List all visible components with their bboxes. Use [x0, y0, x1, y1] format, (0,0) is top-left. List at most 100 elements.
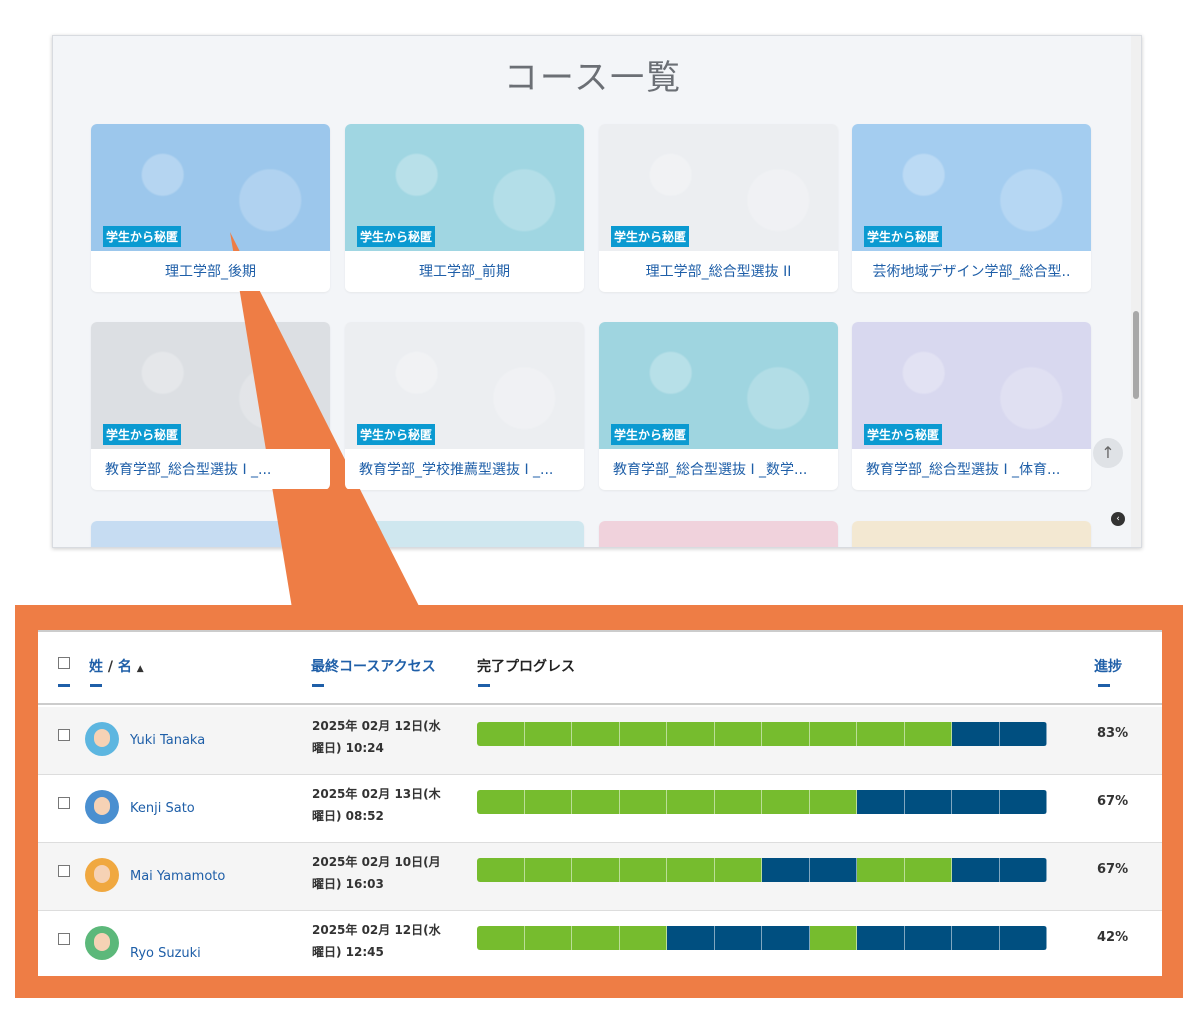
- course-name-link[interactable]: 教育学部_学校推薦型選抜 I _...: [345, 449, 584, 489]
- activity-segment[interactable]: [572, 790, 620, 814]
- user-name-link[interactable]: Yuki Tanaka: [130, 733, 206, 748]
- activity-segment[interactable]: [619, 722, 667, 746]
- row-checkbox[interactable]: [58, 797, 70, 809]
- course-image[interactable]: 学生から秘匿: [852, 124, 1091, 251]
- activity-segment[interactable]: [714, 790, 762, 814]
- activity-segment[interactable]: [999, 790, 1047, 814]
- collapse-column-icon[interactable]: [1098, 684, 1110, 687]
- activity-segment[interactable]: [477, 722, 525, 746]
- activity-segment[interactable]: [857, 722, 905, 746]
- activity-segment[interactable]: [524, 926, 572, 950]
- collapse-column-icon[interactable]: [58, 684, 70, 687]
- activity-segment[interactable]: [667, 722, 715, 746]
- activity-segment[interactable]: [904, 926, 952, 950]
- activity-segment[interactable]: [809, 722, 857, 746]
- activity-segment[interactable]: [857, 858, 905, 882]
- activity-segment[interactable]: [667, 926, 715, 950]
- activity-segment[interactable]: [904, 722, 952, 746]
- activity-segment[interactable]: [857, 926, 905, 950]
- course-card[interactable]: [852, 521, 1091, 547]
- date-line: 2025年 02月 10日(月: [312, 855, 441, 869]
- activity-segment[interactable]: [667, 858, 715, 882]
- activity-segment[interactable]: [524, 790, 572, 814]
- course-name-link[interactable]: 教育学部_総合型選抜 I _数学...: [599, 449, 838, 489]
- course-name-link[interactable]: 芸術地域デザイン学部_総合型..: [852, 251, 1091, 291]
- activity-segment[interactable]: [714, 722, 762, 746]
- collapse-column-icon[interactable]: [312, 684, 324, 687]
- activity-segment[interactable]: [714, 858, 762, 882]
- activity-segment[interactable]: [762, 926, 810, 950]
- activity-segment[interactable]: [952, 722, 1000, 746]
- course-name-link[interactable]: 理工学部_前期: [345, 251, 584, 291]
- activity-segment[interactable]: [524, 722, 572, 746]
- activity-segment[interactable]: [762, 790, 810, 814]
- activity-segment[interactable]: [572, 926, 620, 950]
- sort-last-access-header[interactable]: 最終コースアクセス: [311, 659, 436, 675]
- course-image[interactable]: 学生から秘匿: [599, 322, 838, 449]
- course-card[interactable]: 学生から秘匿理工学部_後期: [91, 124, 330, 292]
- row-checkbox[interactable]: [58, 729, 70, 741]
- course-card[interactable]: [599, 521, 838, 547]
- row-checkbox[interactable]: [58, 865, 70, 877]
- sort-lastname-link[interactable]: 姓: [89, 659, 103, 675]
- activity-segment[interactable]: [714, 926, 762, 950]
- sort-percent-header[interactable]: 進捗: [1094, 659, 1122, 675]
- hidden-badge: 学生から秘匿: [103, 424, 182, 445]
- course-card[interactable]: 学生から秘匿理工学部_総合型選抜 II: [599, 124, 838, 292]
- course-name-link[interactable]: 教育学部_総合型選抜 I _体育...: [852, 449, 1091, 489]
- date-line: 2025年 02月 12日(水: [312, 923, 441, 937]
- activity-segment[interactable]: [809, 926, 857, 950]
- sort-firstname-link[interactable]: 名: [117, 659, 132, 675]
- sort-name-header[interactable]: 姓 / 名 ▲: [89, 656, 144, 676]
- activity-segment[interactable]: [619, 926, 667, 950]
- activity-segment[interactable]: [619, 790, 667, 814]
- scroll-to-top-button[interactable]: ↑: [1093, 438, 1123, 468]
- activity-segment[interactable]: [477, 790, 525, 814]
- user-name-link[interactable]: Mai Yamamoto: [130, 869, 226, 884]
- activity-segment[interactable]: [809, 858, 857, 882]
- activity-segment[interactable]: [952, 858, 1000, 882]
- course-image[interactable]: 学生から秘匿: [345, 322, 584, 449]
- activity-segment[interactable]: [952, 926, 1000, 950]
- activity-segment[interactable]: [999, 722, 1047, 746]
- activity-segment[interactable]: [952, 790, 1000, 814]
- activity-segment[interactable]: [524, 858, 572, 882]
- activity-segment[interactable]: [667, 790, 715, 814]
- collapse-column-icon[interactable]: [478, 684, 490, 687]
- activity-segment[interactable]: [762, 722, 810, 746]
- activity-segment[interactable]: [809, 790, 857, 814]
- course-image[interactable]: 学生から秘匿: [599, 124, 838, 251]
- course-image[interactable]: 学生から秘匿: [852, 322, 1091, 449]
- course-name-link[interactable]: 教育学部_総合型選抜 I _...: [91, 449, 330, 489]
- activity-segment[interactable]: [477, 858, 525, 882]
- hidden-badge: 学生から秘匿: [864, 424, 943, 445]
- activity-segment[interactable]: [619, 858, 667, 882]
- course-name-link[interactable]: 理工学部_総合型選抜 II: [599, 251, 838, 291]
- course-card[interactable]: 学生から秘匿芸術地域デザイン学部_総合型..: [852, 124, 1091, 292]
- activity-segment[interactable]: [904, 790, 952, 814]
- activity-segment[interactable]: [572, 858, 620, 882]
- activity-segment[interactable]: [572, 722, 620, 746]
- activity-segment[interactable]: [999, 926, 1047, 950]
- page-title: コース一覧: [503, 58, 683, 98]
- activity-segment[interactable]: [857, 790, 905, 814]
- scrollbar[interactable]: [1131, 36, 1141, 547]
- course-image[interactable]: 学生から秘匿: [345, 124, 584, 251]
- collapse-column-icon[interactable]: [90, 684, 102, 687]
- course-image[interactable]: 学生から秘匿: [91, 124, 330, 251]
- activity-segment[interactable]: [477, 926, 525, 950]
- drawer-toggle-button[interactable]: ‹: [1111, 512, 1125, 526]
- course-card[interactable]: 学生から秘匿教育学部_総合型選抜 I _数学...: [599, 322, 838, 490]
- scrollbar-thumb[interactable]: [1133, 311, 1139, 399]
- activity-segment[interactable]: [999, 858, 1047, 882]
- user-name-link[interactable]: Ryo Suzuki: [130, 946, 201, 961]
- course-name-link[interactable]: 理工学部_後期: [91, 251, 330, 291]
- activity-segment[interactable]: [762, 858, 810, 882]
- course-card[interactable]: 学生から秘匿教育学部_総合型選抜 I _体育...: [852, 322, 1091, 490]
- user-name-link[interactable]: Kenji Sato: [130, 801, 195, 816]
- select-all-checkbox[interactable]: [58, 657, 70, 669]
- activity-segment[interactable]: [904, 858, 952, 882]
- row-checkbox[interactable]: [58, 933, 70, 945]
- course-card[interactable]: 学生から秘匿理工学部_前期: [345, 124, 584, 292]
- course-card[interactable]: 学生から秘匿教育学部_学校推薦型選抜 I _...: [345, 322, 584, 490]
